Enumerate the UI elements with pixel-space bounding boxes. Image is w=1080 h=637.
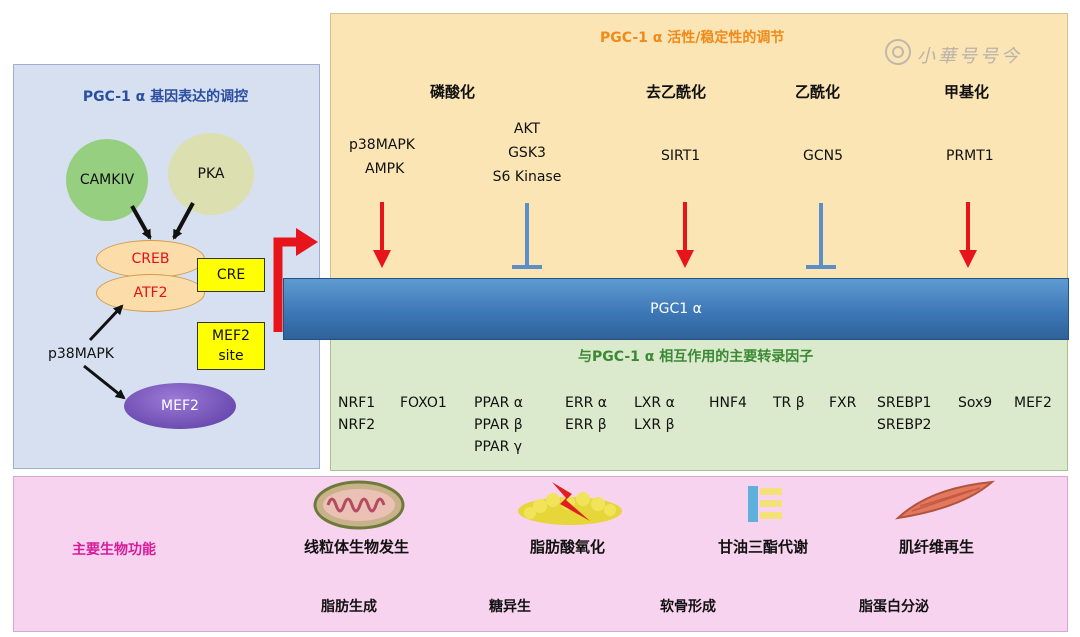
tf-ppar-gamma: PPAR γ xyxy=(474,439,523,455)
cre-label: CRE xyxy=(216,267,246,283)
tf-nrf: NRF1 NRF2 xyxy=(338,392,375,436)
s6-kinase-inhibitor: S6 Kinase xyxy=(492,169,562,185)
pgc1a-gene-bar: PGC1 α xyxy=(283,278,1069,340)
tf-tr-beta: TR β xyxy=(773,395,805,411)
tf-nrf1: NRF1 xyxy=(338,395,376,411)
mef2-site-line1: MEF2 xyxy=(212,328,250,344)
gcn5-inhibition-bar xyxy=(806,203,836,269)
tf-fxr: FXR xyxy=(829,395,857,411)
tf-hnf4: HNF4 xyxy=(709,395,747,411)
phosphorylation-heading: 磷酸化 xyxy=(430,83,476,101)
function-fatty-acid-oxidation: 脂肪酸氧化 xyxy=(530,538,606,556)
function-mitochondrial-biogenesis: 线粒体生物发生 xyxy=(304,538,410,556)
pka-node: PKA xyxy=(168,133,254,215)
tf-nrf2: NRF2 xyxy=(338,417,376,433)
tf-srebp1: SREBP1 xyxy=(877,395,932,411)
function-chondrogenesis: 软骨形成 xyxy=(660,599,716,615)
pka-label: PKA xyxy=(197,166,225,182)
p38-to-atf2-arrow xyxy=(88,304,124,342)
tf-ppar-beta: PPAR β xyxy=(474,417,523,433)
tf-lxr: LXR α LXR β xyxy=(634,392,675,436)
function-muscle-fiber-regeneration: 肌纤维再生 xyxy=(899,538,975,556)
tf-err-beta: ERR β xyxy=(565,417,607,433)
atf2-label: ATF2 xyxy=(133,285,168,301)
mef2-label: MEF2 xyxy=(161,398,199,414)
fat-droplets-icon xyxy=(518,482,622,525)
tf-srebp2: SREBP2 xyxy=(877,417,932,433)
p38-ampk-activation-arrow xyxy=(373,202,391,268)
methylation-heading: 甲基化 xyxy=(944,83,990,101)
function-gluconeogenesis: 糖异生 xyxy=(489,599,531,615)
akt-inhibitor: AKT xyxy=(513,121,541,137)
pka-to-creb-arrow xyxy=(172,202,195,240)
prmt1-label: PRMT1 xyxy=(946,148,994,164)
mef2-node: MEF2 xyxy=(124,383,236,429)
atf2-node: ATF2 xyxy=(96,274,205,312)
creb-node: CREB xyxy=(96,240,205,278)
akt-gsk3-inhibition-bar xyxy=(512,203,542,269)
p38mapk-label: p38MAPK xyxy=(48,346,114,362)
mitochondrion-icon xyxy=(313,480,405,530)
camkiv-label: CAMKIV xyxy=(79,172,135,188)
tf-lxr-alpha: LXR α xyxy=(634,395,675,411)
transcription-factor-panel xyxy=(330,339,1068,471)
p38mapk-activator: p38MAPK xyxy=(349,137,415,153)
ampk-activator: AMPK xyxy=(365,161,405,177)
mef2-site-box: MEF2 site xyxy=(197,322,265,370)
tf-ppar-alpha: PPAR α xyxy=(474,395,523,411)
watermark-logo-icon xyxy=(885,39,911,65)
function-triglyceride-metabolism: 甘油三酯代谢 xyxy=(718,538,809,556)
tf-srebp: SREBP1 SREBP2 xyxy=(877,392,931,436)
function-lipogenesis: 脂肪生成 xyxy=(321,599,377,615)
creb-label: CREB xyxy=(131,251,170,267)
sirt1-label: SIRT1 xyxy=(661,148,701,164)
function-lipoprotein-secretion: 脂蛋白分泌 xyxy=(859,599,929,615)
activity-regulation-panel xyxy=(330,13,1068,281)
left-panel-title: PGC-1 α 基因表达的调控 xyxy=(82,89,249,105)
tf-lxr-beta: LXR β xyxy=(634,417,675,433)
pgc1a-bar-label: PGC1 α xyxy=(650,301,702,317)
tf-foxo1: FOXO1 xyxy=(400,395,447,411)
mid-panel-title: 与PGC-1 α 相互作用的主要转录因子 xyxy=(578,349,814,365)
top-panel-title: PGC-1 α 活性/稳定性的调节 xyxy=(600,30,785,46)
gcn5-label: GCN5 xyxy=(803,148,844,164)
tf-mef2: MEF2 xyxy=(1014,395,1052,411)
acetylation-heading: 乙酰化 xyxy=(795,83,841,101)
watermark-text: 小華号号今 xyxy=(917,46,1022,67)
promoter-arrow-icon xyxy=(273,228,318,332)
tf-err-alpha: ERR α xyxy=(565,395,607,411)
bottom-panel-title: 主要生物功能 xyxy=(72,542,156,558)
muscle-fiber-icon xyxy=(894,480,996,520)
cre-box: CRE xyxy=(197,258,265,292)
mef2-site-line2: site xyxy=(218,348,244,364)
p38-to-mef2-arrow xyxy=(83,364,126,400)
gsk3-inhibitor: GSK3 xyxy=(508,145,546,161)
camkiv-to-creb-arrow xyxy=(130,205,152,240)
sirt1-activation-arrow xyxy=(676,202,694,268)
tf-sox9: Sox9 xyxy=(958,395,993,411)
tf-err: ERR α ERR β xyxy=(565,392,607,436)
tf-ppar: PPAR α PPAR β PPAR γ xyxy=(474,392,523,458)
prmt1-activation-arrow xyxy=(959,202,977,268)
deacetylation-heading: 去乙酰化 xyxy=(646,83,707,101)
triglyceride-icon xyxy=(748,486,782,522)
